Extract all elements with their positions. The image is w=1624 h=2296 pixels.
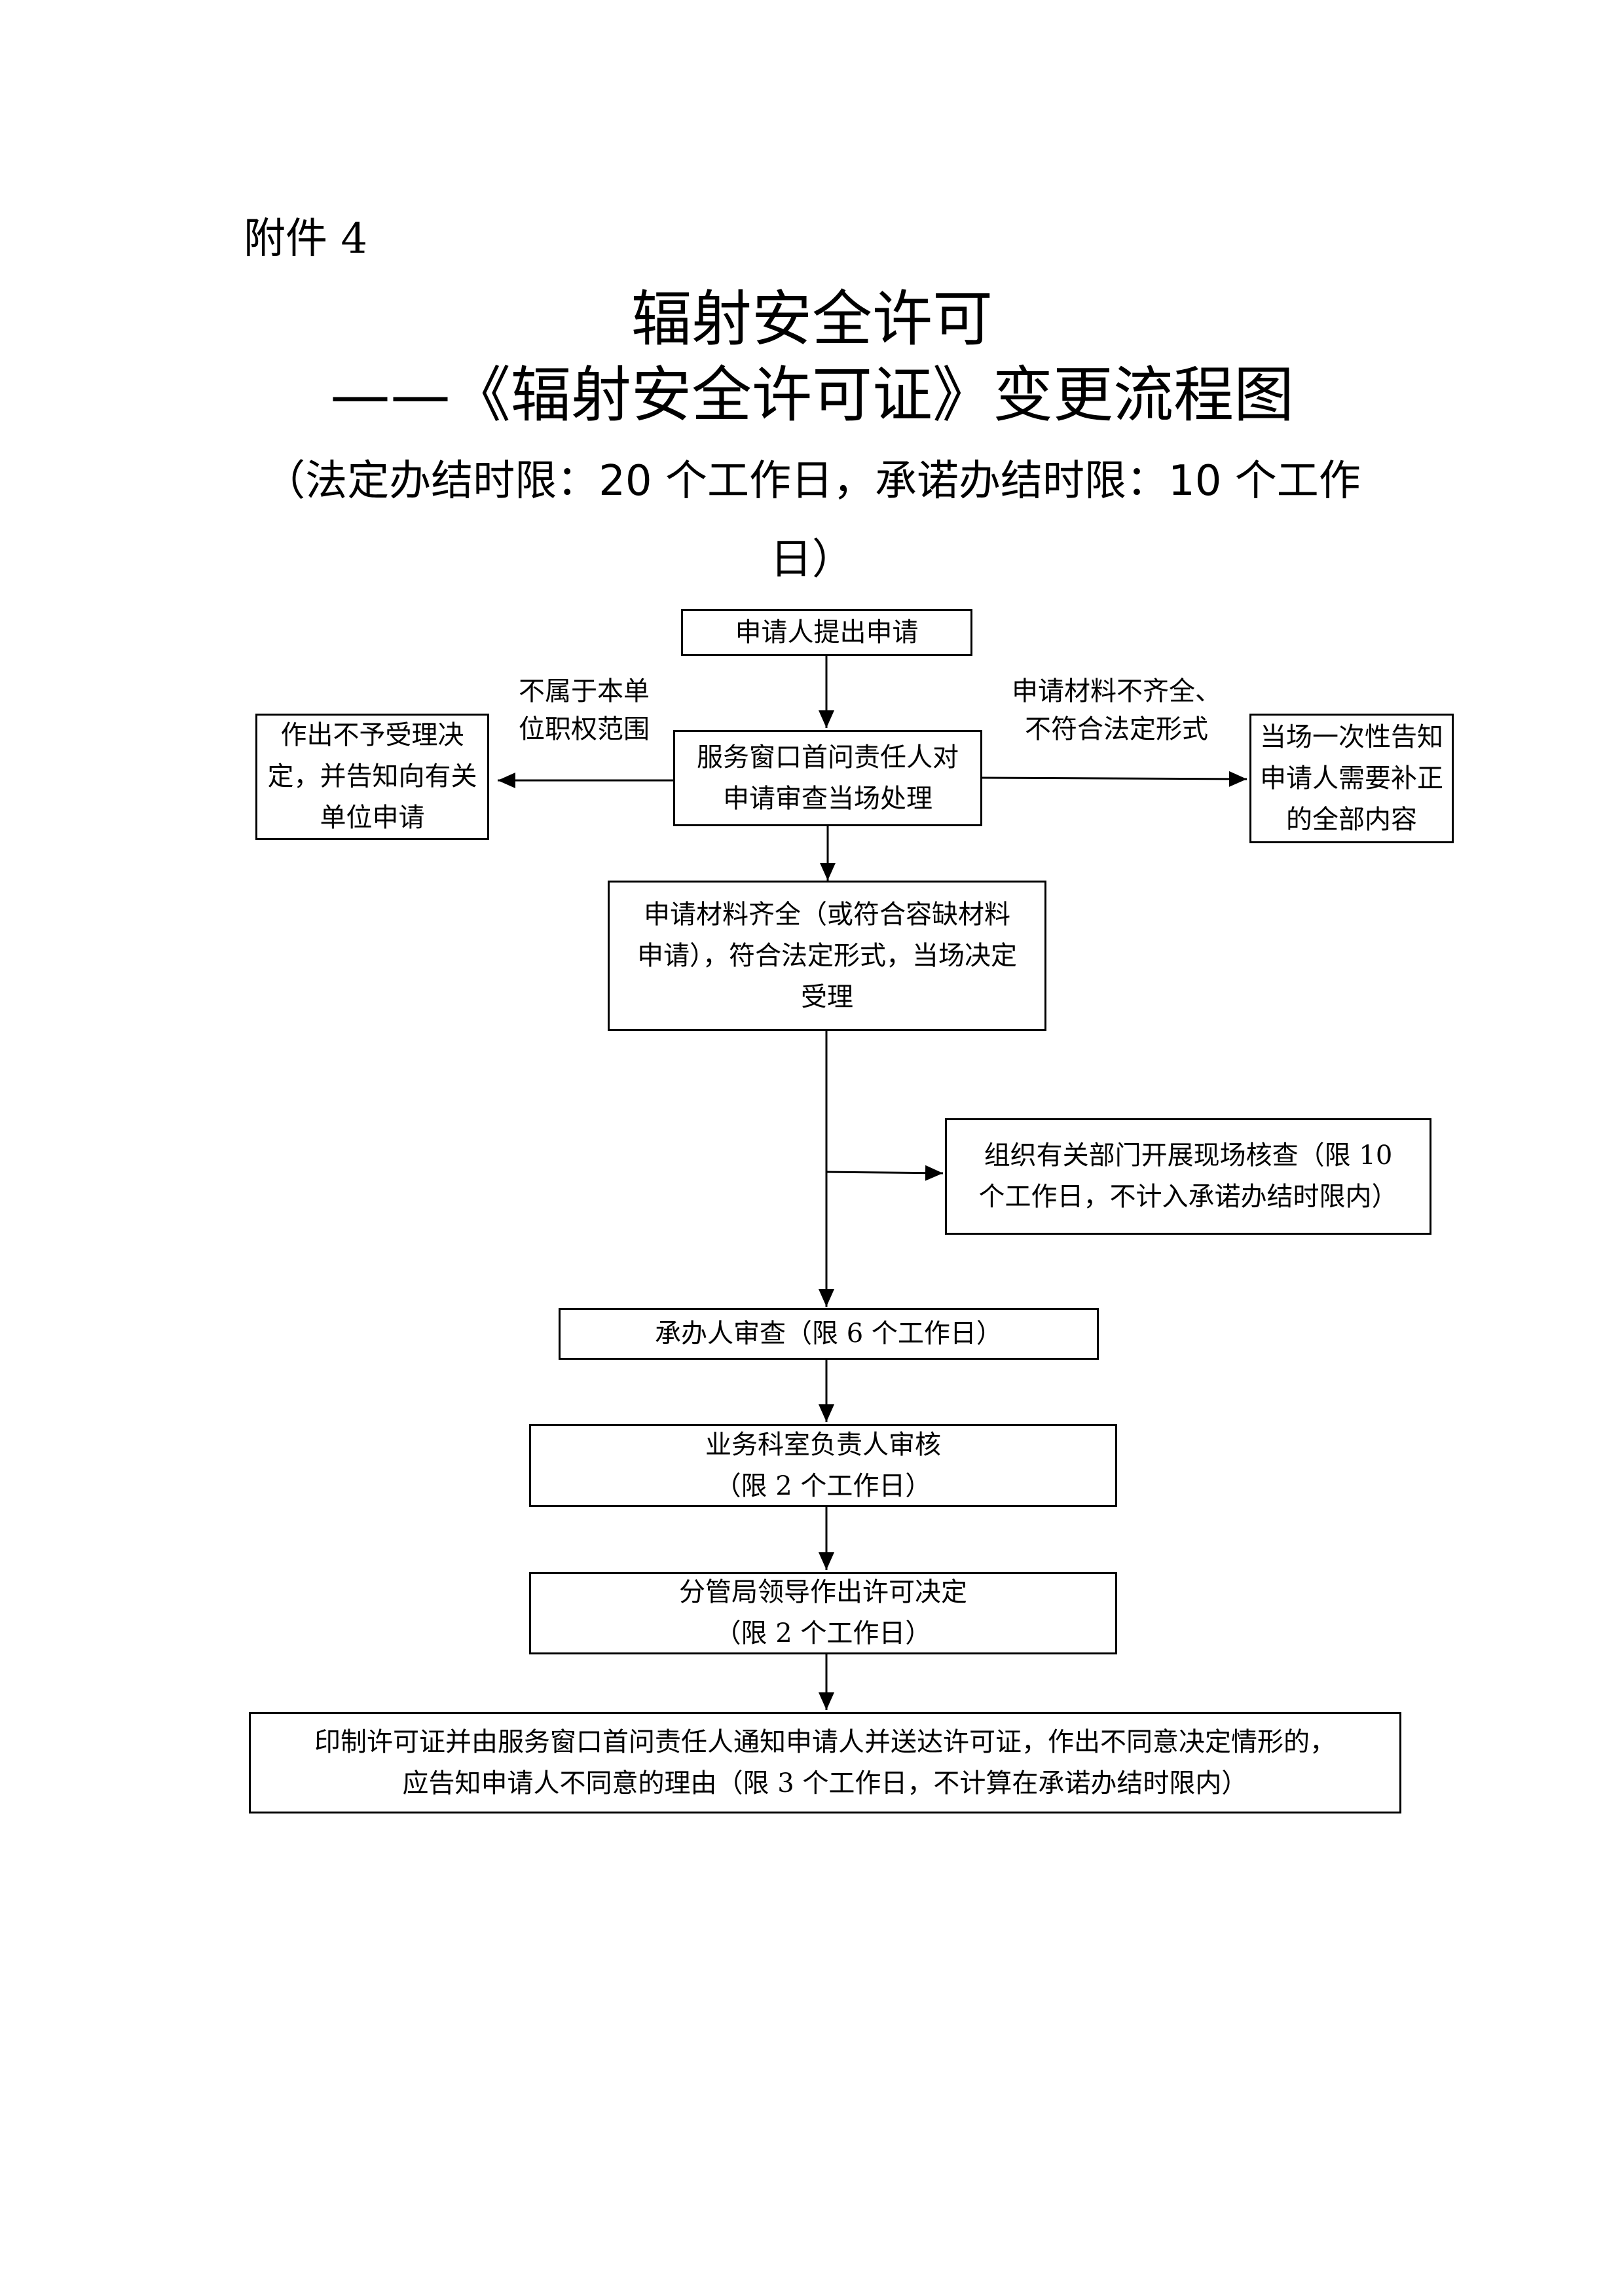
node-site-check: 组织有关部门开展现场核查（限 10 个工作日，不计入承诺办结时限内） bbox=[945, 1118, 1431, 1235]
document-subtitle: ——《辐射安全许可证》变更流程图 bbox=[329, 360, 1294, 430]
edge-label-not-in-scope: 不属于本单 位职权范围 bbox=[519, 676, 650, 744]
node-issue-license: 印制许可证并由服务窗口首问责任人通知申请人并送达许可证，作出不同意决定情形的， … bbox=[249, 1712, 1401, 1813]
node-reject: 作出不予受理决 定，并告知向有关 单位申请 bbox=[255, 714, 489, 840]
node-accept: 申请材料齐全（或符合容缺材料 申请），符合法定形式，当场决定 受理 bbox=[608, 881, 1046, 1031]
edge-branch-to-site-check bbox=[826, 1165, 944, 1181]
edge-label-materials-incomplete: 申请材料不齐全、 不符合法定形式 bbox=[1012, 676, 1221, 744]
time-limit-note: （法定办结时限：20 个工作日，承诺办结时限：10 个工作日） bbox=[263, 457, 1361, 584]
node-apply: 申请人提出申请 bbox=[681, 609, 972, 656]
node-leader-decision: 分管局领导作出许可决定 （限 2 个工作日） bbox=[529, 1572, 1117, 1654]
document-title: 辐射安全许可 bbox=[631, 284, 993, 354]
node-dept-head-review: 业务科室负责人审核 （限 2 个工作日） bbox=[529, 1424, 1117, 1507]
node-notify-supplement: 当场一次性告知 申请人需要补正 的全部内容 bbox=[1249, 714, 1454, 843]
node-window-review: 服务窗口首问责任人对 申请审查当场处理 bbox=[673, 730, 982, 826]
attachment-label: 附件 4 bbox=[244, 215, 368, 263]
node-handler-review: 承办人审查（限 6 个工作日） bbox=[559, 1308, 1099, 1360]
edge-review-to-notify bbox=[982, 771, 1247, 787]
